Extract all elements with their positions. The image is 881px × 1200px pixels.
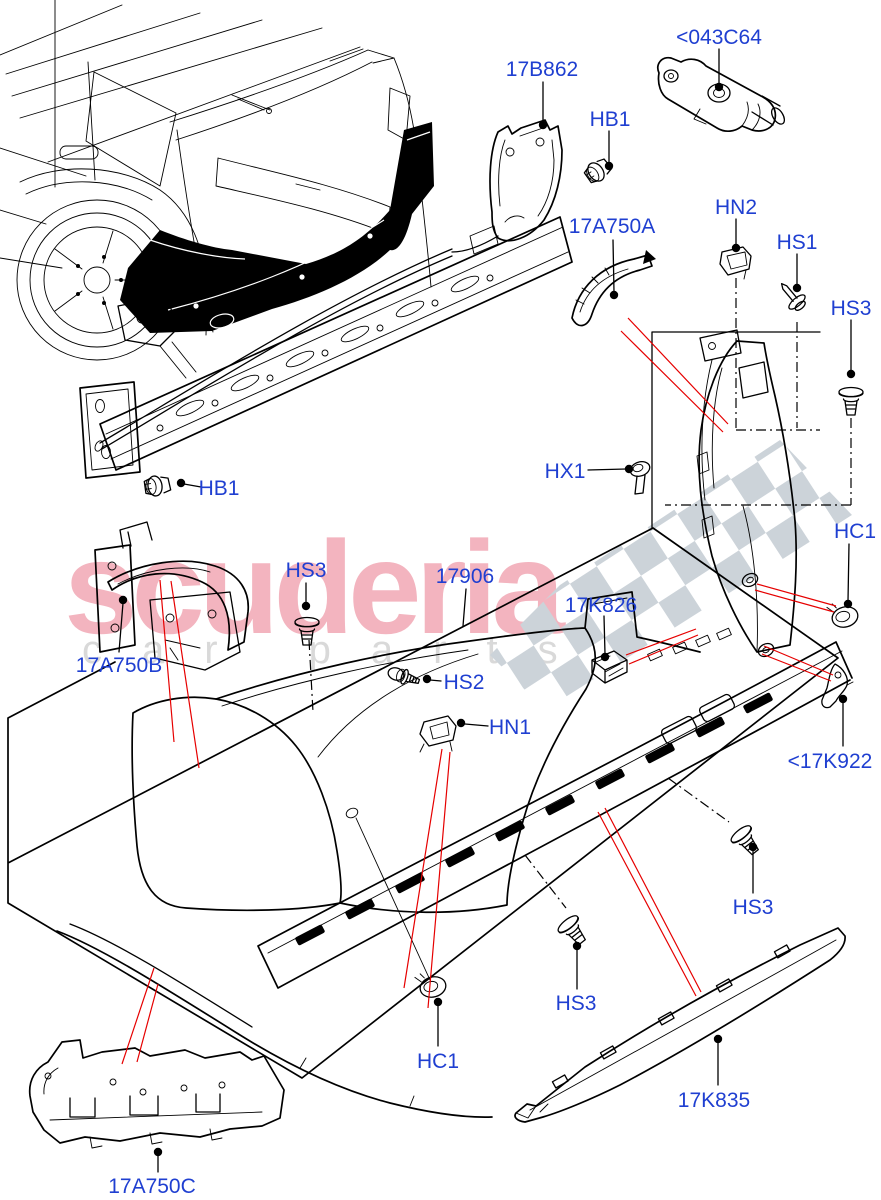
vehicle-illustration (0, 0, 434, 361)
bracket-17a750c (28, 1039, 285, 1149)
fastener-label-hs3-bottom-mid[interactable]: HS3 (555, 992, 597, 1015)
fastener-label-hs1[interactable]: HS1 (776, 231, 818, 254)
bolt-hb1-left (143, 473, 172, 498)
highlighted-rear-bumper (120, 122, 434, 333)
part-label-17b862[interactable]: 17B862 (505, 58, 579, 81)
dash-dot-lines (308, 278, 852, 909)
part-label-17k826[interactable]: 17K826 (564, 594, 638, 617)
watermark-brand: scuderia (64, 514, 565, 661)
watermark-tagline: car parts (82, 628, 598, 672)
watermark-checker-band (490, 440, 852, 710)
part-label-17k922[interactable]: <17K922 (787, 750, 873, 773)
part-label-043c64[interactable]: <043C64 (676, 26, 762, 49)
cap-hc1-right (825, 597, 861, 632)
leader-lines (118, 48, 856, 1173)
pushpin-hs3-lower-right (728, 822, 766, 861)
valence-slots (295, 692, 773, 946)
bracket-17a750b (94, 521, 250, 671)
reinforcement-beam (79, 216, 573, 479)
part-label-17a750b[interactable]: 17A750B (75, 654, 163, 677)
assembly-box (7, 331, 839, 1079)
trim-strip-17k835 (514, 927, 846, 1123)
part-label-17a750c[interactable]: 17A750C (108, 1175, 196, 1198)
part-label-17a750a[interactable]: 17A750A (568, 215, 656, 238)
fastener-label-hn2[interactable]: HN2 (714, 196, 758, 219)
clip-hn2 (719, 246, 752, 280)
pushpin-hs3-top-right (838, 386, 864, 416)
fastener-label-hn1[interactable]: HN1 (488, 716, 532, 739)
fastener-label-hc1-right[interactable]: HC1 (833, 520, 877, 543)
screw-hx1 (629, 461, 651, 495)
part-label-17k835[interactable]: 17K835 (677, 1089, 751, 1112)
fastener-label-hb1-top[interactable]: HB1 (589, 108, 631, 131)
bracket-17b862 (94, 119, 563, 452)
pushpin-hs3-mid-left (294, 616, 320, 646)
bracket-043c64 (657, 56, 786, 132)
part-label-17906[interactable]: 17906 (435, 565, 495, 588)
fastener-label-hs3-lower-right[interactable]: HS3 (732, 896, 774, 919)
red-leader-lines (121, 317, 837, 1065)
clip-hn1 (419, 715, 457, 753)
fastener-label-hs2[interactable]: HS2 (443, 671, 485, 694)
bumper-cover-17906 (56, 591, 853, 1118)
fastener-label-hb1-left[interactable]: HB1 (198, 477, 240, 500)
fastener-label-hc1-bottom[interactable]: HC1 (416, 1050, 460, 1073)
bracket-17a750a (571, 250, 656, 327)
fastener-label-hs3-top-right[interactable]: HS3 (830, 297, 872, 320)
fastener-label-hs3-mid-left[interactable]: HS3 (285, 559, 327, 582)
fastener-label-hx1[interactable]: HX1 (544, 460, 586, 483)
bracket-17k922 (821, 663, 854, 709)
rivet-hs1 (773, 276, 811, 316)
